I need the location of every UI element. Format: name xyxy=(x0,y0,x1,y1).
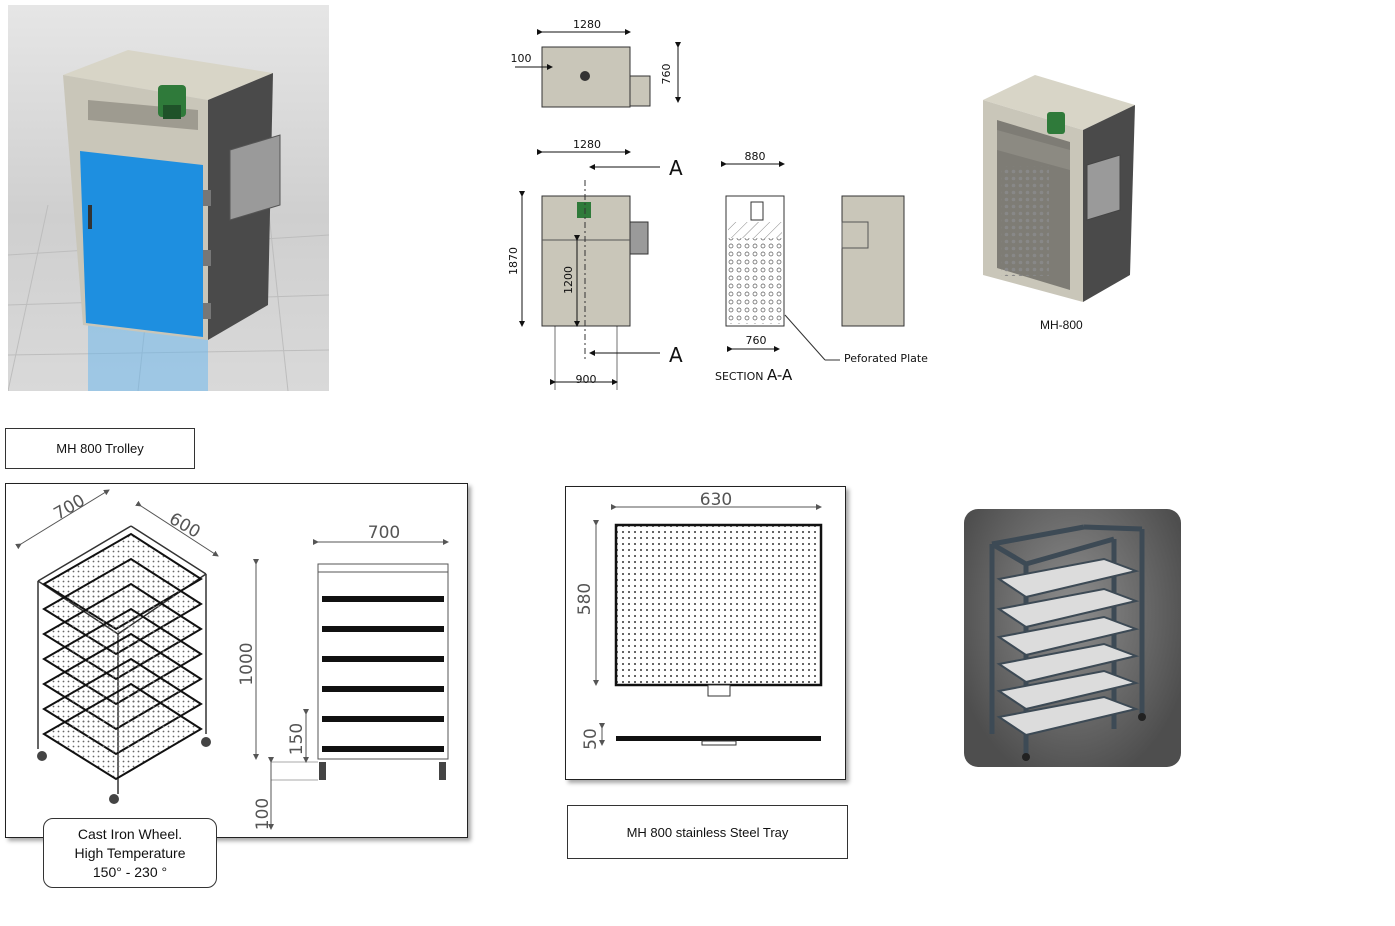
dim-front-height-total: 1870 xyxy=(507,247,520,275)
tray-caption: MH 800 stainless Steel Tray xyxy=(567,805,848,859)
tray-drawing: 630 580 50 xyxy=(565,486,846,780)
dim-tray-thickness: 50 xyxy=(581,728,601,750)
wheel-callout: Cast Iron Wheel. High Temperature 150° -… xyxy=(43,818,217,888)
dim-wheel: 100 xyxy=(253,798,273,830)
section-title-ref: A-A xyxy=(767,366,793,384)
wheel-note-line-1: Cast Iron Wheel. xyxy=(77,826,183,842)
oven-open-render xyxy=(975,70,1145,302)
dim-tray-width: 630 xyxy=(700,490,732,510)
section-mark-bottom: A xyxy=(669,343,683,367)
trolley-caption: MH 800 Trolley xyxy=(5,428,195,469)
dim-side-width: 700 xyxy=(368,523,400,543)
section-mark-top: A xyxy=(669,156,683,180)
trolley-drawing: 700 600 700 1000 150 100 xyxy=(5,483,468,838)
dim-iso-depth: 600 xyxy=(166,509,204,543)
technical-drawing: 1280 100 760 1280 1870 1200 900 A A 880 … xyxy=(507,18,928,390)
dim-iso-width: 700 xyxy=(51,491,89,525)
dim-section-inner: 760 xyxy=(746,334,767,347)
dim-top-offset: 100 xyxy=(511,52,532,65)
dim-front-height-inner: 1200 xyxy=(562,266,575,294)
dim-tray-depth: 580 xyxy=(575,583,595,615)
perforated-plate-label: Peforated Plate xyxy=(844,352,928,365)
dim-section-width: 880 xyxy=(745,150,766,163)
oven-render xyxy=(8,5,329,391)
wheel-note-line-3: 150° - 230 ° xyxy=(92,864,168,880)
dim-pitch: 150 xyxy=(287,723,307,755)
dim-front-base: 900 xyxy=(576,373,597,386)
model-label: MH-800 xyxy=(1040,318,1083,332)
section-title-prefix: SECTION xyxy=(715,370,763,383)
dim-front-width: 1280 xyxy=(573,138,601,151)
trolley-render xyxy=(964,509,1181,767)
dim-top-width: 1280 xyxy=(573,18,601,31)
dim-height: 1000 xyxy=(237,642,257,685)
wheel-note-line-2: High Temperature xyxy=(74,845,186,861)
dim-top-height: 760 xyxy=(660,64,673,85)
